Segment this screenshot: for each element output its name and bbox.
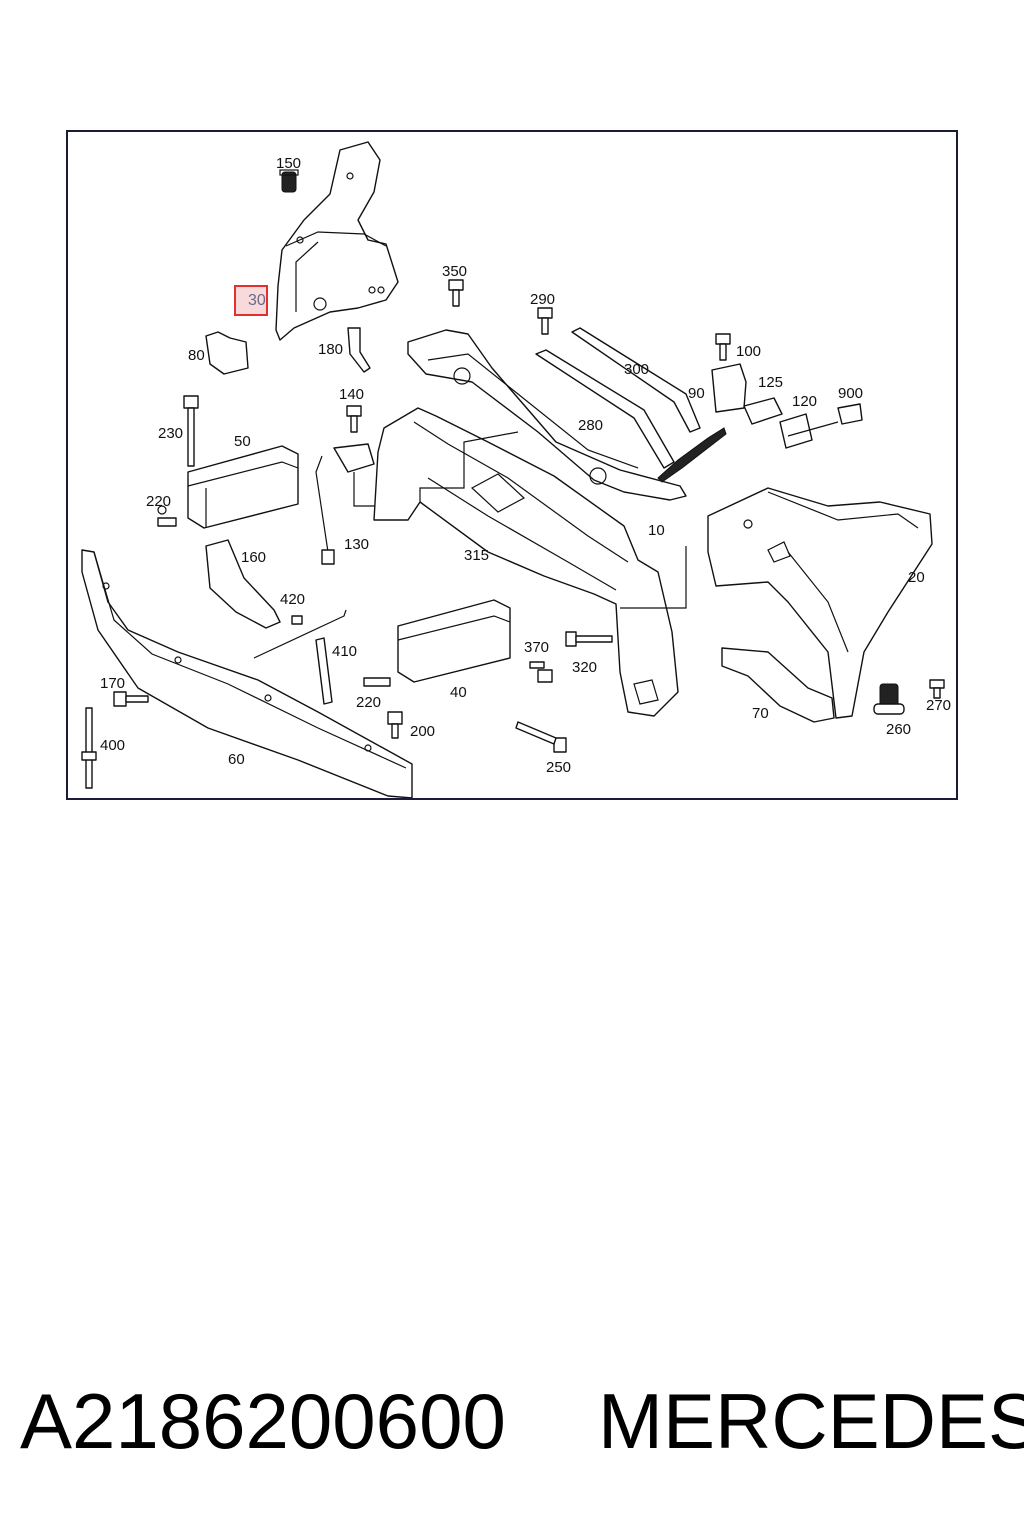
callout-250: 250 xyxy=(546,759,572,776)
callout-320: 320 xyxy=(572,659,598,676)
part-350-bolt xyxy=(448,279,464,307)
callout-315: 315 xyxy=(464,547,490,564)
callout-420: 420 xyxy=(280,591,306,608)
callout-50: 50 xyxy=(234,433,251,450)
exploded-parts-drawing xyxy=(81,141,945,798)
callout-70: 70 xyxy=(752,705,769,722)
part-100-bolt xyxy=(715,333,731,361)
part-315-carrier xyxy=(373,407,679,717)
callout-100: 100 xyxy=(736,343,762,360)
callout-290: 290 xyxy=(530,291,556,308)
callout-20: 20 xyxy=(908,569,925,586)
part-400-stud xyxy=(81,707,97,789)
callout-90: 90 xyxy=(688,385,705,402)
part-220-washer-lower xyxy=(363,677,391,687)
callout-40: 40 xyxy=(450,684,467,701)
callout-370: 370 xyxy=(524,639,550,656)
part-270-screw xyxy=(929,679,945,699)
part-410-arm xyxy=(315,637,333,705)
callout-350: 350 xyxy=(442,263,468,280)
part-300-strip xyxy=(571,327,701,433)
part-280-hose xyxy=(657,427,727,483)
callout-900: 900 xyxy=(838,385,864,402)
part-30-bracket xyxy=(275,141,399,341)
part-10-upper-member xyxy=(407,329,687,501)
callout-130: 130 xyxy=(344,536,370,553)
part-170-bolt xyxy=(113,691,149,707)
callout-220-lower: 220 xyxy=(356,694,382,711)
part-40-crash-box xyxy=(397,599,511,683)
callout-170: 170 xyxy=(100,675,126,692)
part-130-rod xyxy=(315,443,378,565)
callout-160: 160 xyxy=(241,549,267,566)
part-250-bolt xyxy=(515,721,567,753)
callout-270: 270 xyxy=(926,697,952,714)
part-320-bolt xyxy=(565,631,613,647)
brand-name: MERCEDES xyxy=(598,1377,1024,1465)
part-180-bracket xyxy=(347,327,371,373)
callout-140: 140 xyxy=(339,386,365,403)
part-370-bolt xyxy=(529,661,553,683)
part-260-grommet xyxy=(873,683,905,715)
callout-150: 150 xyxy=(276,155,302,172)
part-20-side-member xyxy=(707,487,933,719)
part-160-bracket xyxy=(205,539,281,629)
part-290-bolt xyxy=(537,307,553,335)
callout-230: 230 xyxy=(158,425,184,442)
callout-120: 120 xyxy=(792,393,818,410)
part-125-clip xyxy=(743,397,783,425)
part-230-bolt xyxy=(183,395,199,467)
part-150-grommet xyxy=(279,169,299,193)
callout-180: 180 xyxy=(318,341,344,358)
part-140-bolt xyxy=(346,405,362,433)
leader-line-315 xyxy=(419,431,519,502)
callout-30-highlighted: 30 xyxy=(248,292,266,309)
callout-410: 410 xyxy=(332,643,358,660)
callout-80: 80 xyxy=(188,347,205,364)
part-50-crash-box xyxy=(187,445,299,529)
part-60-bumper-beam xyxy=(81,549,413,798)
highlight-box xyxy=(234,285,268,316)
callout-400: 400 xyxy=(100,737,126,754)
part-80-bracket xyxy=(205,331,249,375)
callout-200: 200 xyxy=(410,723,436,740)
leader-line-900 xyxy=(787,421,839,437)
callout-220-upper: 220 xyxy=(146,493,172,510)
callout-60: 60 xyxy=(228,751,245,768)
callout-10: 10 xyxy=(648,522,665,539)
part-200-bolt xyxy=(387,711,403,739)
part-90-clip xyxy=(711,363,747,413)
callout-260: 260 xyxy=(886,721,912,738)
part-120-clip xyxy=(779,413,813,449)
callout-125: 125 xyxy=(758,374,784,391)
part-70-strut xyxy=(721,647,835,723)
part-number: A2186200600 xyxy=(20,1377,506,1465)
part-220-washers-upper xyxy=(157,505,177,527)
leader-line-20 xyxy=(620,546,687,609)
parts-diagram: 150 30 350 290 180 80 300 100 140 90 125… xyxy=(66,130,958,800)
part-280-strip xyxy=(535,349,675,469)
footer-caption: A2186200600 MERCEDES xyxy=(20,1377,1024,1465)
part-420-nut xyxy=(291,615,303,625)
part-900-label xyxy=(837,403,863,425)
callout-280: 280 xyxy=(578,417,604,434)
part-410-rod xyxy=(253,609,347,659)
callout-300: 300 xyxy=(624,361,650,378)
